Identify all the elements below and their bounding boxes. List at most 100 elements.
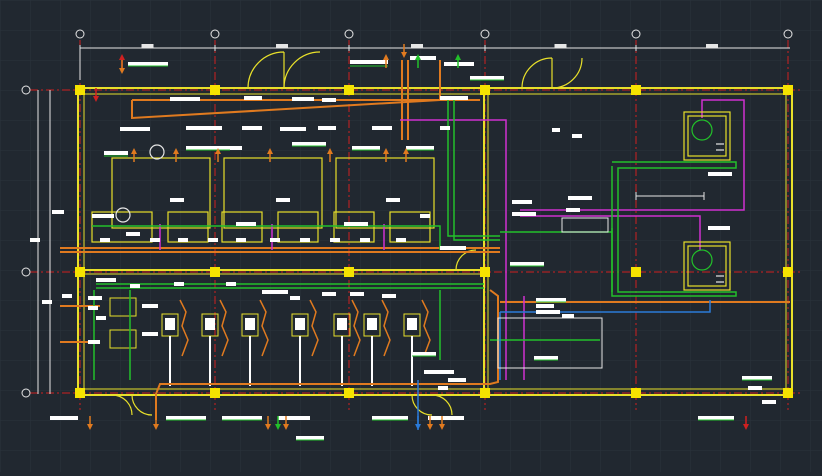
annotation-label-block xyxy=(292,97,314,101)
grid-bubble-column xyxy=(75,29,85,39)
flow-arrow-head xyxy=(427,424,433,430)
annotation-label-block xyxy=(30,238,40,242)
annotation-label-block xyxy=(208,238,218,242)
annotation-label-block xyxy=(440,126,450,130)
flow-arrow-head xyxy=(153,424,159,430)
annotation-label-block xyxy=(236,222,256,226)
annotation-label-block xyxy=(292,142,326,146)
grid-bubble-column xyxy=(783,29,793,39)
pump-pipe xyxy=(381,299,391,357)
dimension-label-block xyxy=(554,44,567,48)
pump-label-block xyxy=(165,318,175,330)
flow-arrow-head xyxy=(383,148,389,154)
outer-walls xyxy=(77,87,793,396)
annotation-label-block xyxy=(568,196,592,200)
annotation-label-block xyxy=(424,370,454,374)
annotation-label-block xyxy=(42,300,52,304)
flow-arrow-head xyxy=(415,54,421,60)
pump-pipe xyxy=(351,299,361,357)
grid-bubbles xyxy=(21,29,793,398)
annotation-label-block xyxy=(428,416,464,420)
column-marker xyxy=(344,85,354,95)
pump-label-block xyxy=(367,318,377,330)
annotation-label-block xyxy=(50,416,78,420)
pump-body xyxy=(109,329,137,349)
annotation-label-block xyxy=(396,238,406,242)
annotation-label-block xyxy=(536,304,554,308)
flow-arrow-head xyxy=(455,54,461,60)
annotation-label-block xyxy=(104,151,128,155)
annotation-label-block xyxy=(470,76,504,80)
flow-arrow-head xyxy=(265,424,271,430)
column-marker xyxy=(75,388,85,398)
grid-bubble-row xyxy=(21,388,31,398)
annotation-label-block xyxy=(142,304,158,308)
pump-pipe xyxy=(309,299,319,357)
pump-label-block xyxy=(407,318,417,330)
annotation-label-block xyxy=(762,400,776,404)
annotation-label-block xyxy=(276,198,290,202)
pump-pipe xyxy=(421,299,431,357)
annotation-label-block xyxy=(562,314,574,318)
column-marker xyxy=(75,85,85,95)
annotation-label-block xyxy=(150,238,160,242)
dimension-labels xyxy=(79,44,718,51)
annotation-label-block xyxy=(534,356,558,360)
annotation-label-block xyxy=(120,127,150,131)
dimension-label-block xyxy=(276,44,288,48)
annotation-label-block xyxy=(262,290,288,294)
annotation-label-block xyxy=(406,146,434,150)
flow-arrow-head xyxy=(403,148,409,154)
annotation-label-block xyxy=(88,306,98,310)
column-marker xyxy=(480,267,490,277)
grid-bubble-column xyxy=(480,29,490,39)
flow-arrow-head xyxy=(267,148,273,154)
pipes-magenta xyxy=(159,99,745,380)
annotation-label-block xyxy=(92,214,114,218)
annotation-label-block xyxy=(170,198,184,202)
column-marker xyxy=(210,388,220,398)
annotation-label-block xyxy=(698,416,734,420)
grid-bubble-row xyxy=(21,267,31,277)
annotation-label-block xyxy=(186,126,222,130)
annotation-label-block xyxy=(130,284,140,288)
annotation-label-block xyxy=(88,340,100,344)
column-marker xyxy=(480,388,490,398)
annotation-label-block xyxy=(142,332,158,336)
annotation-label-block xyxy=(178,238,188,242)
column-marker xyxy=(631,85,641,95)
column-marker xyxy=(210,267,220,277)
annotation-label-block xyxy=(360,238,370,242)
grid-bubble-row xyxy=(21,85,31,95)
annotation-label-block xyxy=(372,126,392,130)
pump-body xyxy=(109,297,137,317)
flow-arrow-head xyxy=(215,148,221,154)
annotation-label-block xyxy=(96,278,116,282)
flow-arrow-head xyxy=(439,424,445,430)
annotation-label-block xyxy=(236,238,246,242)
annotation-label-block xyxy=(296,436,324,440)
annotation-label-block xyxy=(440,246,466,250)
column-marker xyxy=(480,85,490,95)
fan-unit-upper xyxy=(683,111,731,161)
annotation-label-block xyxy=(440,96,468,100)
annotation-label-block xyxy=(382,294,396,298)
flow-arrow-head xyxy=(131,148,137,154)
annotation-label-block xyxy=(344,222,368,226)
pump-units xyxy=(109,297,431,386)
pump-label-block xyxy=(245,318,255,330)
annotation-label-block xyxy=(410,56,436,60)
flow-arrow-head xyxy=(87,424,93,430)
annotation-label-block xyxy=(708,226,730,230)
annotation-label-block xyxy=(52,210,64,214)
pump-pipe xyxy=(179,299,189,357)
annotation-label-block xyxy=(322,98,336,102)
annotation-label-block xyxy=(352,146,380,150)
annotation-label-block xyxy=(318,126,336,130)
pipes-green xyxy=(92,96,737,380)
grid-bubble-column xyxy=(344,29,354,39)
column-marker xyxy=(631,388,641,398)
annotation-label-block xyxy=(350,60,388,64)
annotation-label-block xyxy=(510,262,544,266)
